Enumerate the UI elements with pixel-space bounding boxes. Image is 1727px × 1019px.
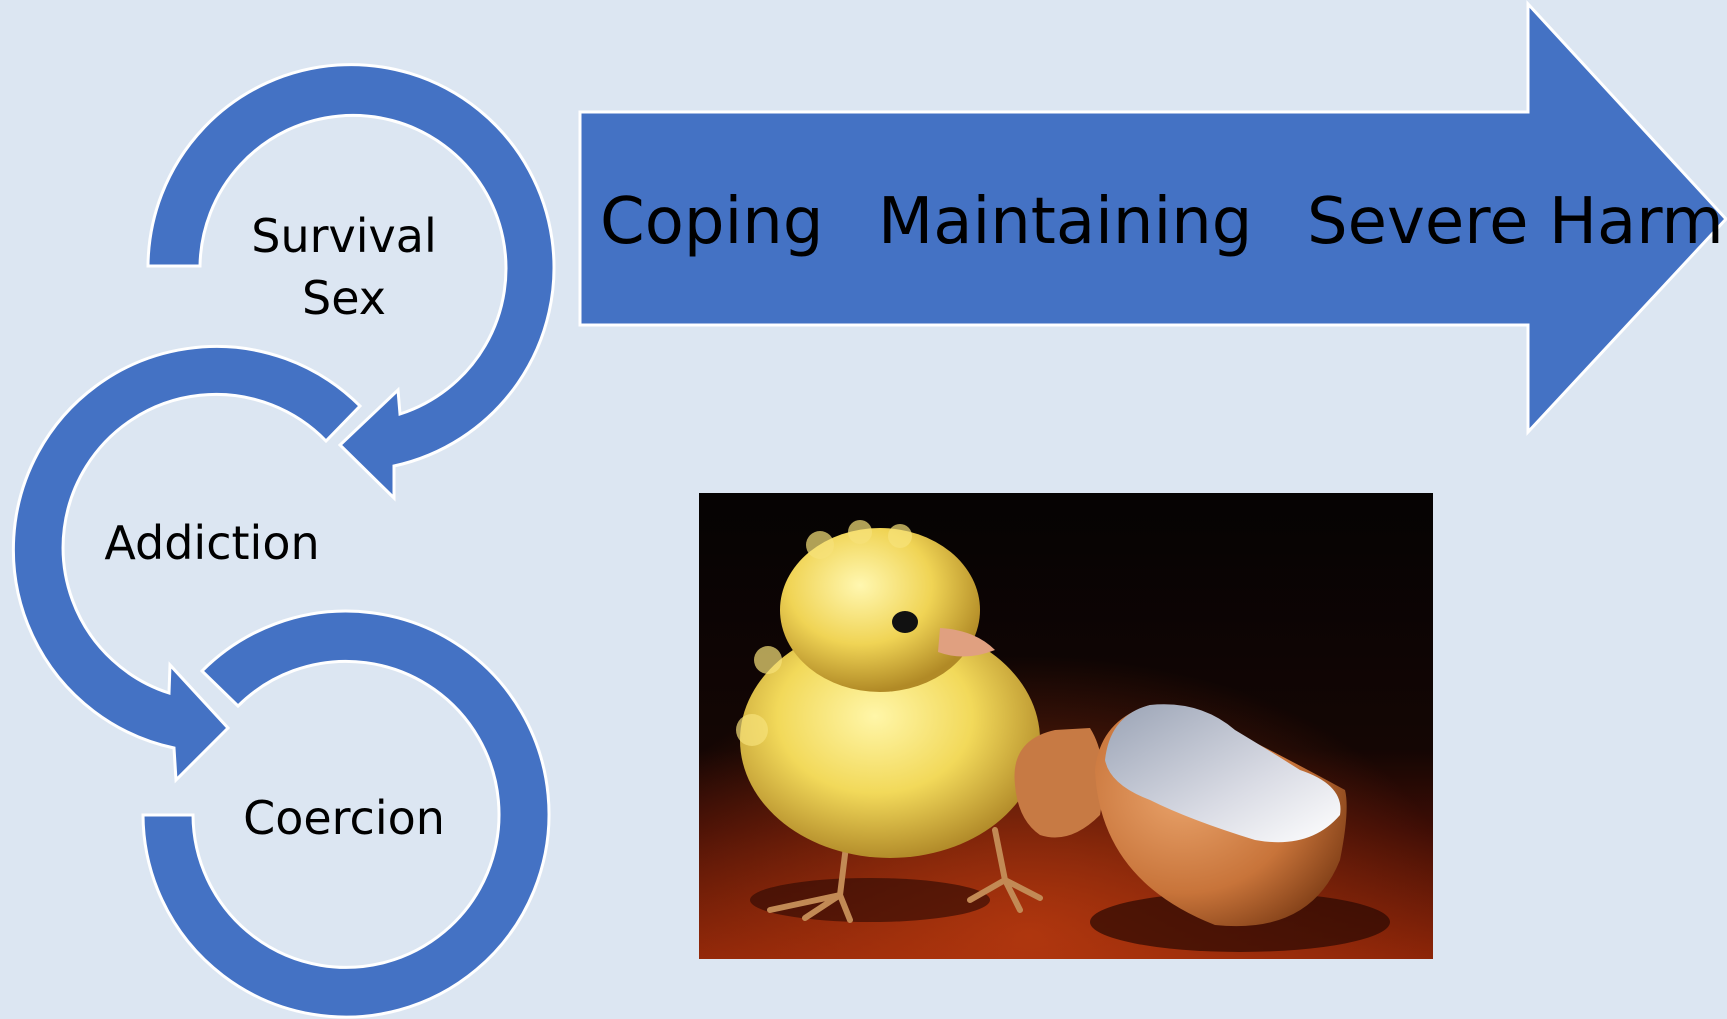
cycle-label-sex: Sex (302, 271, 386, 325)
chick-eye (892, 611, 918, 633)
cycle-label-addiction: Addiction (104, 516, 319, 570)
chick-beak (938, 628, 995, 657)
stage-maintaining: Maintaining (878, 185, 1252, 259)
stage-severe-harm: Severe Harm (1307, 185, 1724, 259)
chick-legs (767, 827, 1043, 923)
stage-coping: Coping (600, 185, 823, 259)
cycle-arrow-coercion (141, 609, 551, 1019)
cycle-label-coercion: Coercion (243, 791, 445, 845)
chick-body (740, 622, 1040, 858)
cycle-arrow-addiction (11, 345, 363, 784)
cycle-arrow-survival-sex (146, 63, 556, 502)
eggshell-inside (1105, 704, 1341, 843)
progression-arrow-shape (578, 0, 1727, 436)
cycle-label-survival: Survival (251, 209, 436, 263)
chick-head (780, 528, 980, 692)
eggshell-small (1014, 728, 1104, 838)
